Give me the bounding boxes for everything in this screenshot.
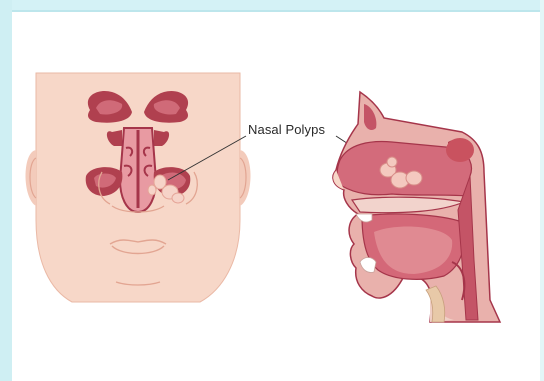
sphenoid-sinus-cap <box>446 138 474 162</box>
polyp-front-3 <box>172 193 184 203</box>
side-profile-view <box>333 92 500 322</box>
polyp-side-3 <box>406 171 422 185</box>
polyp-side-4 <box>387 157 397 167</box>
polyp-front-4 <box>148 185 156 195</box>
front-face-view <box>26 73 251 302</box>
nasal-polyps-label: Nasal Polyps <box>248 122 325 137</box>
